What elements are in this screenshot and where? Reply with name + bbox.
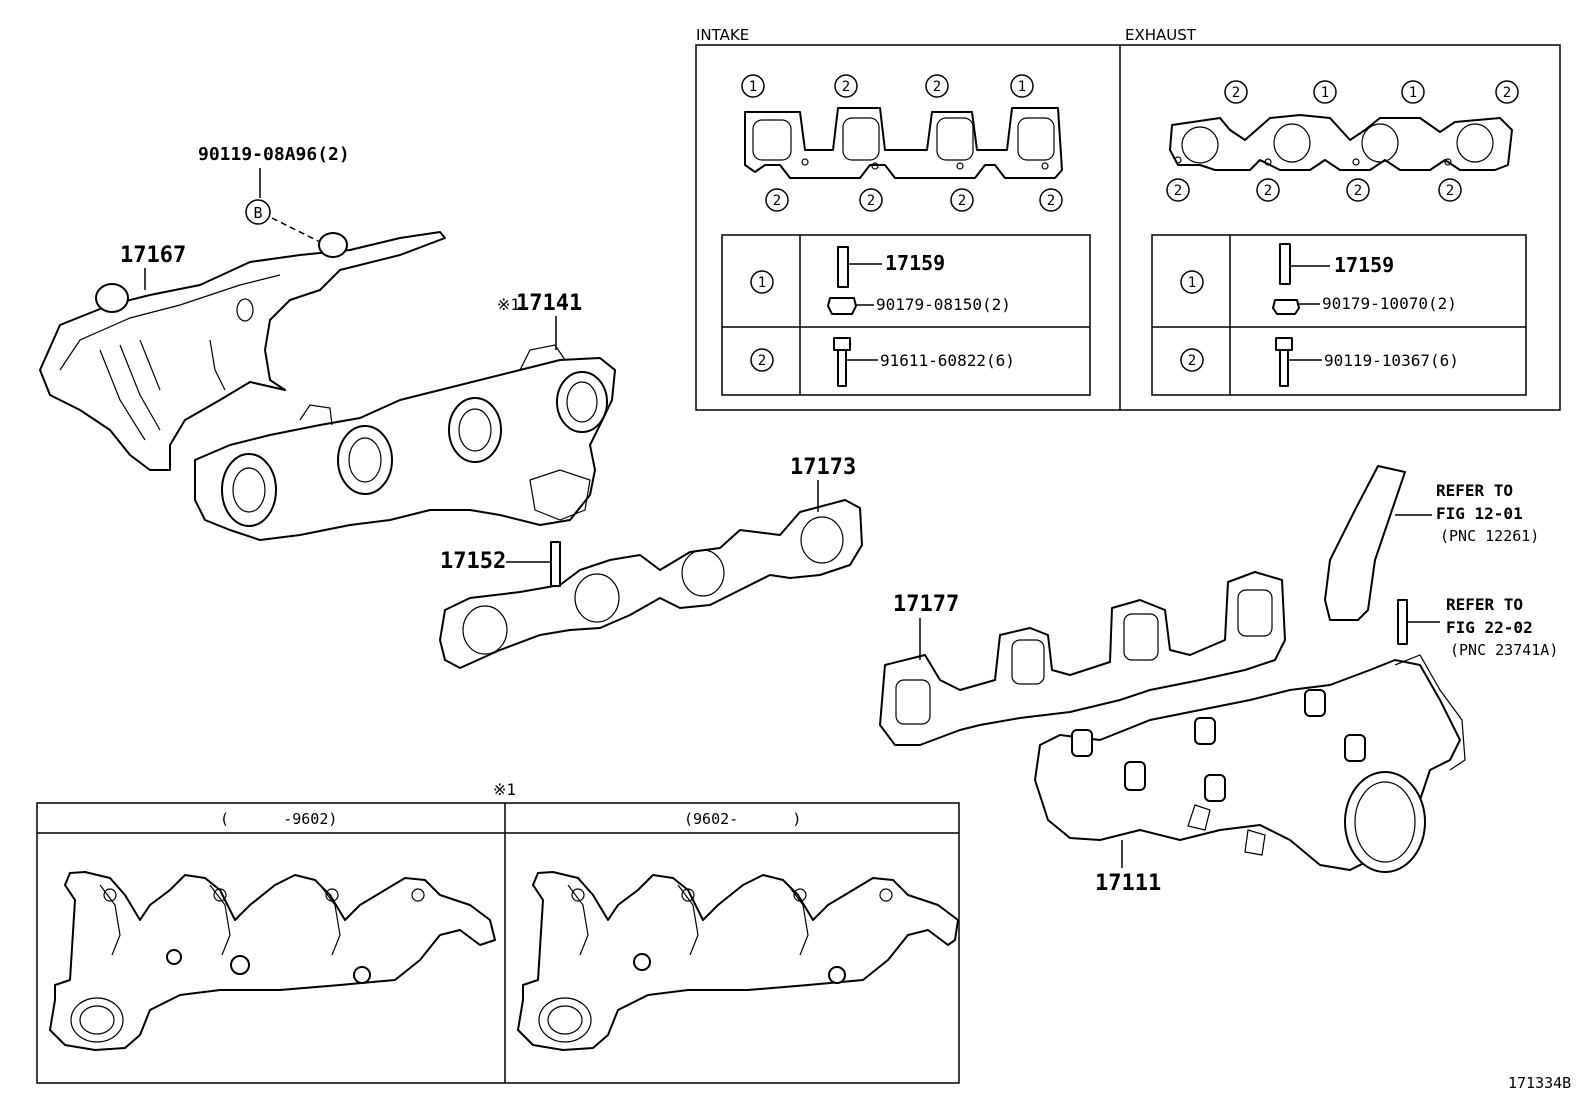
exhaust-manifold-17141 (194, 344, 616, 541)
svg-text:1: 1 (1321, 85, 1329, 101)
exhaust-nut-part-number: 90179-10070(2) (1322, 294, 1457, 313)
svg-text:2: 2 (842, 79, 850, 95)
intake-header: INTAKE (696, 26, 749, 44)
refer2-line-c: (PNC 23741A) (1450, 641, 1558, 659)
svg-text:1: 1 (1409, 85, 1417, 101)
exhaust-header: EXHAUST (1125, 26, 1197, 44)
heat-insulator-17167 (39, 231, 446, 471)
variant-table (36, 802, 960, 1084)
left-period-label: ( -9602) (220, 810, 337, 828)
intake-gasket-top-callouts: 1 2 2 1 (741, 74, 1034, 98)
svg-text:2: 2 (1232, 85, 1240, 101)
svg-text:1: 1 (1018, 79, 1026, 95)
footnote-mark: ※1 (493, 780, 516, 799)
label-17173: 17173 (790, 455, 856, 480)
svg-text:2: 2 (867, 193, 875, 209)
bolt-icon (1275, 337, 1293, 351)
svg-text:2: 2 (1264, 183, 1272, 199)
stud-17152-icon (550, 541, 561, 587)
water-pipe-reference (1324, 465, 1406, 621)
drawing-code: 171334B (1508, 1074, 1571, 1092)
intake-gasket-drawing (744, 107, 1063, 179)
refer1-line-a: REFER TO (1436, 481, 1513, 500)
intake-manifold-17111 (1034, 654, 1466, 873)
intake-row1-ref: 1 (758, 275, 766, 291)
label-17152: 17152 (440, 549, 506, 574)
label-17141-mark: ※1 (497, 295, 520, 314)
intake-stud-part-number: 17159 (885, 251, 945, 275)
exhaust-gasket-drawing (1169, 114, 1513, 171)
svg-text:2: 2 (1047, 193, 1055, 209)
refer2-line-b: FIG 22-02 (1446, 618, 1533, 637)
refer2-line-a: REFER TO (1446, 595, 1523, 614)
right-period-label: (9602- ) (684, 810, 801, 828)
exhaust-stud-part-number: 17159 (1334, 253, 1394, 277)
exhaust-gasket-bottom-callouts: 2 2 2 2 (1166, 178, 1462, 202)
label-17111: 17111 (1095, 871, 1161, 896)
exhaust-row1-ref: 1 (1188, 275, 1196, 291)
exhaust-gasket-17173 (439, 499, 863, 669)
intake-gasket-bottom-callouts: 2 2 2 2 (765, 188, 1063, 212)
intake-bolt-part-number: 91611-60822(6) (880, 351, 1015, 370)
b-marker-icon (245, 199, 271, 225)
svg-text:2: 2 (958, 193, 966, 209)
exhaust-row2-ref: 2 (1188, 353, 1196, 369)
svg-text:2: 2 (1174, 183, 1182, 199)
b-marker-label: B (253, 204, 262, 222)
svg-text:2: 2 (1354, 183, 1362, 199)
label-17141: 17141 (516, 291, 582, 316)
manifold-variant-pre-9602 (49, 871, 496, 1051)
exhaust-gasket-top-callouts: 2 1 1 2 (1224, 80, 1519, 104)
exhaust-bolt-part-number: 90119-10367(6) (1324, 351, 1459, 370)
nut-icon (1272, 299, 1300, 315)
intake-fastener-table: 1 2 17159 90179-08150(2) 91611-60822(6) (721, 234, 1091, 396)
svg-text:2: 2 (1503, 85, 1511, 101)
svg-text:2: 2 (773, 193, 781, 209)
svg-text:2: 2 (933, 79, 941, 95)
label-17167: 17167 (120, 243, 186, 268)
stud-icon (837, 246, 849, 288)
intake-nut-part-number: 90179-08150(2) (876, 295, 1011, 314)
nut-icon (827, 297, 857, 315)
svg-text:1: 1 (749, 79, 757, 95)
svg-text:2: 2 (1446, 183, 1454, 199)
stud-reference-icon (1397, 599, 1408, 645)
stud-icon (1279, 243, 1291, 285)
intake-gasket-17177 (879, 571, 1286, 746)
exhaust-fastener-table: 1 2 17159 90179-10070(2) 90119-10367(6) (1151, 234, 1527, 396)
label-90119-08a96: 90119-08A96(2) (198, 144, 350, 165)
bolt-icon (833, 337, 851, 351)
label-17177: 17177 (893, 592, 959, 617)
refer1-line-b: FIG 12-01 (1436, 504, 1523, 523)
intake-row2-ref: 2 (758, 353, 766, 369)
manifold-variant-post-9602 (517, 871, 959, 1051)
refer1-line-c: (PNC 12261) (1440, 527, 1539, 545)
fastener-panel-frame (695, 44, 1561, 411)
